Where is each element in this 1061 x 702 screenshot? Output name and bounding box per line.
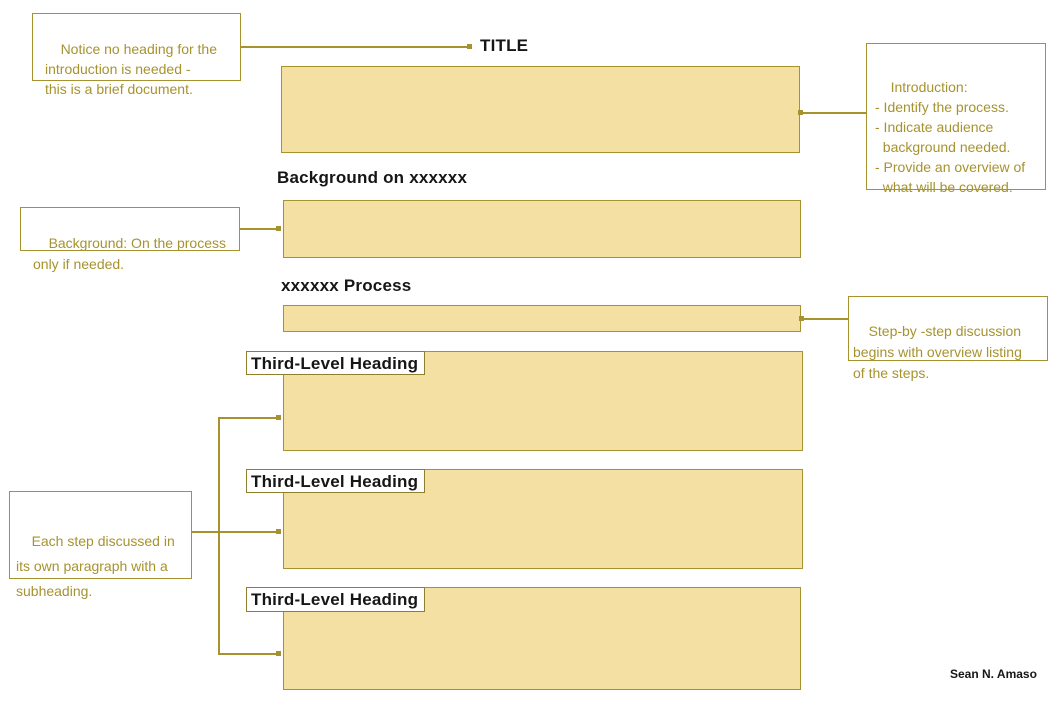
callout-each-step: Each step discussed in its own paragraph… [9,491,192,599]
connector-steps-line [801,318,848,320]
heading-background: Background on xxxxxx [277,168,468,187]
connector-branch-endpoint-dot-1 [276,415,281,420]
heading-third-level-3: Third-Level Heading [246,587,425,612]
connector-branch-line-3 [218,653,278,655]
connector-branch-endpoint-dot-2 [276,529,281,534]
document-title: TITLE [480,36,529,55]
connector-trunk-line [218,417,220,654]
callout-background: Background: On the process only if neede… [20,207,240,272]
connector-branch-endpoint-dot-3 [276,651,281,656]
heading-process: xxxxxx Process [281,276,412,295]
heading-third-level-1: Third-Level Heading [246,351,425,375]
callout-each-step-text: Each step discussed in its own paragraph… [16,533,175,599]
connector-notice-endpoint-dot [467,44,472,49]
connector-each-step-line [192,531,218,533]
connector-introduction-line [801,112,866,114]
callout-notice: Notice no heading for the introduction i… [32,13,241,97]
connector-introduction-endpoint-dot [798,110,803,115]
callout-steps-overview-text: Step-by -step discussion begins with ove… [853,323,1022,381]
callout-introduction: Introduction: - Identify the process. - … [866,43,1046,195]
callout-introduction-text: Introduction: - Identify the process. - … [875,79,1026,195]
connector-background-endpoint-dot [276,226,281,231]
callout-notice-text: Notice no heading for the introduction i… [45,41,218,97]
callout-steps-overview: Step-by -step discussion begins with ove… [848,296,1048,381]
callout-background-text: Background: On the process only if neede… [33,235,226,272]
author-name: Sean N. Amaso [950,667,1037,681]
background-paragraph-block [283,200,801,258]
connector-branch-line-1 [218,417,278,419]
connector-branch-line-2 [218,531,278,533]
introduction-paragraph-block [281,66,800,153]
process-overview-block [283,305,801,332]
connector-notice-line [241,46,468,48]
connector-background-line [240,228,280,230]
heading-third-level-2: Third-Level Heading [246,469,425,493]
